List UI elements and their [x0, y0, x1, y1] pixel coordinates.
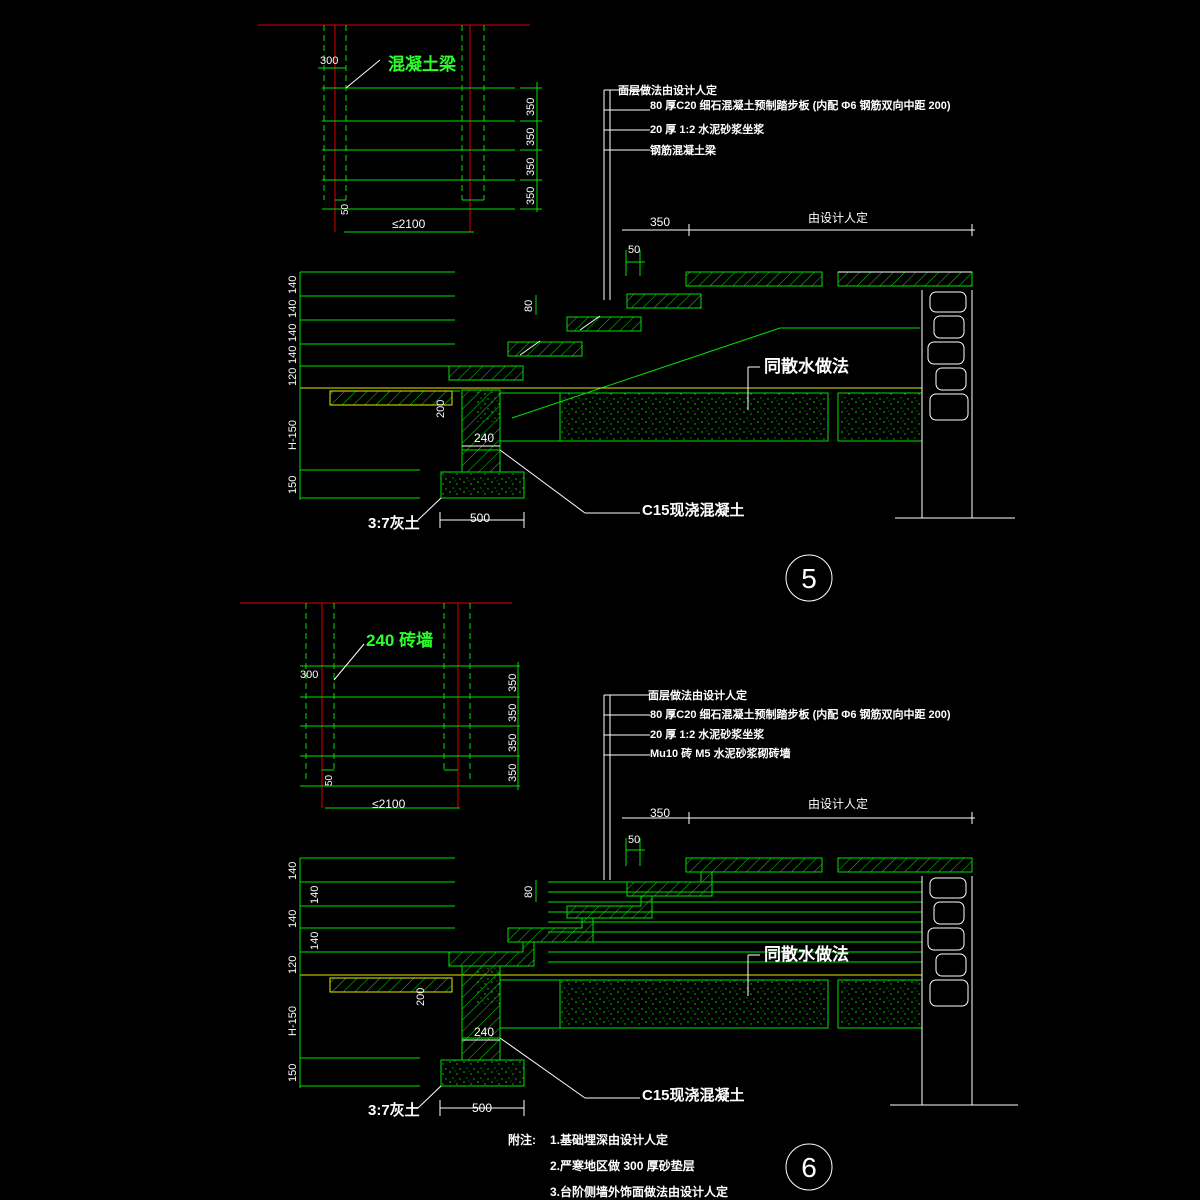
- detail-5-dim-500: 500: [470, 511, 490, 525]
- detail-6-plan: 240 砖墙 300 50 ≤2100 350 350 350 350: [240, 602, 520, 811]
- detail-5-callout-3: 20 厚 1:2 水泥砂浆坐浆: [650, 122, 765, 136]
- detail-6-plan-step-3: 350: [507, 734, 519, 752]
- detail-5-plan: 混凝土梁 300 50 ≤2100 350 350 350 350: [258, 24, 542, 233]
- detail-6-section: 350 由设计人定 50 80: [287, 796, 1018, 1119]
- detail-6-plan-50-dim: 50: [324, 774, 335, 786]
- detail-5-number: 5: [801, 563, 817, 594]
- detail-5-left-dim-3: 140: [287, 324, 299, 342]
- detail-6-plan-step-1: 350: [507, 674, 519, 692]
- detail-6-plan-step-2: 350: [507, 704, 519, 722]
- detail-6-label-soil: 3:7灰土: [368, 1101, 420, 1119]
- detail-6-left-dim-3: 140: [287, 910, 299, 928]
- detail-5-callout-2: 80 厚C20 细石混凝土预制踏步板 (内配 Φ6 钢筋双向中距 200): [650, 98, 951, 112]
- detail-5-left-dim-2: 140: [287, 300, 299, 318]
- detail-6-label-apron: 同散水做法: [764, 944, 849, 964]
- detail-5-left-dim-7: 150: [287, 476, 299, 494]
- detail-6-left-dim-2: 140: [309, 886, 321, 904]
- detail-5: 混凝土梁 300 50 ≤2100 350 350 350 350 面层做法由设…: [258, 24, 1015, 602]
- detail-6-callout-1: 面层做法由设计人定: [648, 688, 747, 702]
- detail-5-plan-step-3: 350: [525, 158, 537, 176]
- detail-6-brick-courses: [548, 881, 922, 963]
- detail-5-plan-span-dim: ≤2100: [392, 217, 426, 231]
- detail-6-number-badge: 6: [785, 1143, 833, 1191]
- detail-5-stone-wall: [927, 291, 969, 421]
- notes: 附注: 1.基础埋深由设计人定 2.严寒地区做 300 厚砂垫层 3.台阶侧墙外…: [508, 1132, 728, 1199]
- detail-6-plan-width-dim: 300: [300, 669, 318, 681]
- detail-6-plan-title: 240 砖墙: [366, 630, 433, 650]
- detail-6-dim-80: 80: [523, 886, 535, 898]
- detail-6-dim-500: 500: [472, 1101, 492, 1115]
- detail-6-callouts: 面层做法由设计人定 80 厚C20 细石混凝土预制踏步板 (内配 Φ6 钢筋双向…: [603, 688, 951, 880]
- detail-5-callouts: 面层做法由设计人定 80 厚C20 细石混凝土预制踏步板 (内配 Φ6 钢筋双向…: [603, 83, 951, 300]
- notes-item-1: 1.基础埋深由设计人定: [550, 1132, 668, 1147]
- detail-5-plan-step-4: 350: [525, 187, 537, 205]
- detail-5-plan-step-1: 350: [525, 98, 537, 116]
- detail-5-dim-80: 80: [523, 300, 535, 312]
- detail-5-dim-200: 200: [435, 400, 447, 418]
- detail-5-label-apron: 同散水做法: [764, 356, 849, 376]
- detail-5-callout-1: 面层做法由设计人定: [618, 83, 717, 97]
- detail-5-dim-350: 350: [650, 215, 670, 229]
- detail-6-stone-wall: [927, 877, 969, 1007]
- detail-5-dim-50: 50: [628, 244, 640, 256]
- detail-6: 240 砖墙 300 50 ≤2100 350 350 350 350 面层做法…: [240, 602, 1018, 1191]
- notes-item-3: 3.台阶侧墙外饰面做法由设计人定: [550, 1184, 728, 1199]
- detail-6-dim-350: 350: [650, 806, 670, 820]
- detail-6-label-c15: C15现浇混凝土: [642, 1086, 745, 1104]
- detail-6-plan-step-4: 350: [507, 764, 519, 782]
- detail-6-left-dim-1: 140: [287, 862, 299, 880]
- detail-6-left-dim-4: 140: [309, 932, 321, 950]
- detail-6-dim-200: 200: [415, 988, 427, 1006]
- detail-6-plan-span-dim: ≤2100: [372, 797, 406, 811]
- detail-5-plan-step-2: 350: [525, 128, 537, 146]
- detail-5-left-dim-4: 140: [287, 346, 299, 364]
- detail-5-number-badge: 5: [785, 554, 833, 602]
- detail-5-dim-by-design: 由设计人定: [808, 210, 868, 225]
- detail-5-plan-title: 混凝土梁: [388, 54, 457, 74]
- detail-5-section: 350 由设计人定 50 80: [287, 210, 1015, 532]
- detail-5-plan-width-dim: 300: [320, 55, 338, 67]
- detail-6-left-dim-6: H-150: [287, 1006, 299, 1036]
- detail-6-callout-2: 80 厚C20 细石混凝土预制踏步板 (内配 Φ6 钢筋双向中距 200): [650, 707, 951, 721]
- detail-6-dim-240: 240: [474, 1025, 494, 1039]
- detail-5-left-dim-5: 120: [287, 368, 299, 386]
- detail-5-label-c15: C15现浇混凝土: [642, 501, 745, 519]
- detail-6-dim-by-design: 由设计人定: [808, 796, 868, 811]
- detail-6-left-dim-5: 120: [287, 956, 299, 974]
- detail-6-callout-4: Mu10 砖 M5 水泥砂浆砌砖墙: [650, 746, 791, 760]
- detail-5-left-dim-1: 140: [287, 276, 299, 294]
- detail-5-plan-50-dim: 50: [340, 203, 351, 215]
- detail-6-callout-3: 20 厚 1:2 水泥砂浆坐浆: [650, 727, 765, 741]
- detail-5-dim-240: 240: [474, 431, 494, 445]
- detail-6-left-dim-7: 150: [287, 1064, 299, 1082]
- detail-5-label-soil: 3:7灰土: [368, 514, 420, 532]
- detail-5-callout-4: 钢筋混凝土梁: [650, 143, 717, 157]
- detail-6-dim-50: 50: [628, 834, 640, 846]
- detail-5-left-dim-6: H-150: [287, 420, 299, 450]
- notes-item-2: 2.严寒地区做 300 厚砂垫层: [550, 1158, 695, 1173]
- detail-6-number: 6: [801, 1152, 817, 1183]
- notes-heading: 附注:: [508, 1132, 536, 1147]
